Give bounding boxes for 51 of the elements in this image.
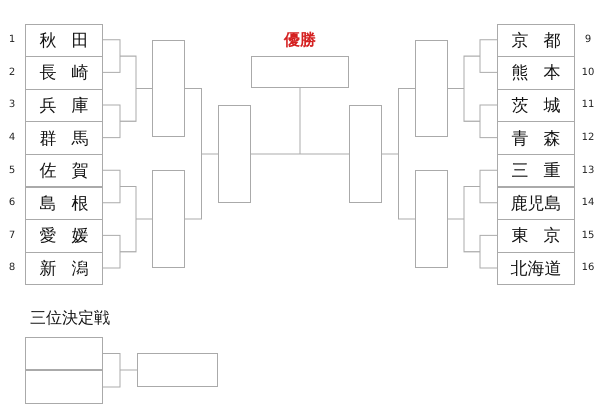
team-name-box: 青森 [497,121,575,155]
team-name-box: 兵庫 [25,88,103,122]
team-name-box: 新潟 [25,252,103,286]
heading: 優勝 [282,30,317,51]
bracket-line [382,154,416,220]
seed-number: 2 [8,66,16,80]
team-name-box: 佐賀 [25,154,103,188]
seed-number: 7 [8,228,16,243]
team-name-box: 島根 [25,186,103,220]
team-name-box: 茨城 [497,88,575,122]
team-name-box: 北海道 [497,252,575,286]
bracket-line [102,370,138,388]
bracket-line [448,88,498,138]
team-name-box: 長崎 [25,56,103,90]
seed-number: 1 [8,33,16,48]
result-box [415,40,448,137]
team-name-box: 鹿児島 [497,186,575,220]
seed-number: 3 [8,98,16,112]
section-title: 三位決定戦 [30,308,110,329]
result-box [137,353,218,387]
seed-number: 4 [8,131,16,146]
result-box [218,105,251,203]
seed-number: 13 [580,164,596,178]
team-name-box: 京都 [497,24,575,58]
team-name-box: 三重 [497,154,575,188]
team-name-box: 秋田 [25,24,103,58]
seed-number: 6 [8,196,16,210]
bracket-line [102,218,152,268]
team-name-box: 群馬 [25,121,103,155]
seed-number: 16 [580,261,596,276]
result-box [415,170,448,268]
seed-number: 9 [584,33,592,48]
bracket-line [300,88,350,154]
bracket-line [102,88,152,138]
result-box [349,105,382,203]
seed-number: 8 [8,261,16,276]
seed-number: 11 [580,98,596,112]
result-box [152,40,185,137]
seed-number: 14 [580,196,596,210]
team-name-box: 愛媛 [25,219,103,253]
result-box [25,337,103,370]
seed-number: 12 [580,131,596,146]
team-name-box: 熊本 [497,56,575,90]
seed-number: 15 [580,228,596,243]
bracket-line [448,218,498,268]
result-box [25,370,103,404]
result-box [152,170,185,268]
seed-number: 5 [8,164,16,178]
bracket-line [184,154,218,220]
team-name-box: 東京 [497,219,575,253]
seed-number: 10 [580,66,596,80]
